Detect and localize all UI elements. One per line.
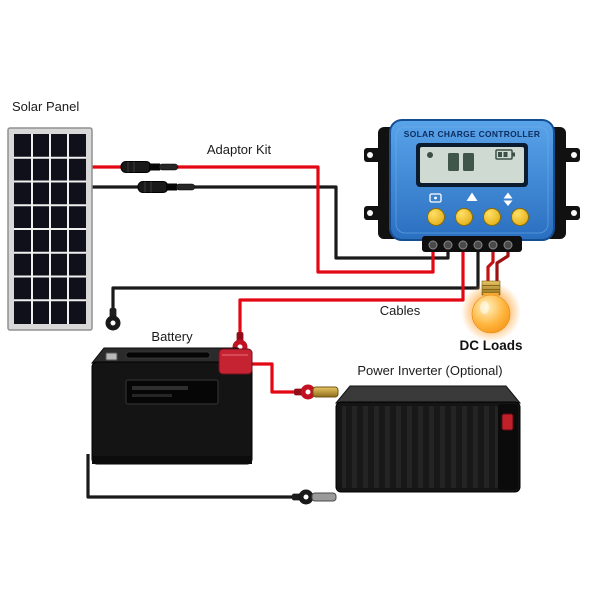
screw-hole	[571, 210, 577, 216]
controller-button	[427, 208, 445, 226]
controller-buttons	[427, 208, 529, 226]
wiring	[86, 165, 510, 499]
power-switch	[501, 413, 514, 431]
wire-inverter-negative	[86, 454, 296, 499]
mounting-ears	[364, 148, 580, 220]
wire-battery-positive	[238, 242, 465, 338]
charge-controller: SOLAR CHARGE CONTROLLER	[364, 119, 580, 252]
solar-panel-label: Solar Panel	[12, 99, 79, 114]
terminal-screws	[428, 240, 513, 250]
wire-pv-negative	[86, 185, 450, 260]
terminal-screw	[443, 240, 453, 250]
controller-button	[483, 208, 501, 226]
terminal-screw	[503, 240, 513, 250]
dc-load-bulb	[461, 280, 521, 342]
battery-positive-cover	[218, 348, 253, 375]
lcd-battery-icon	[495, 149, 515, 160]
battery-label-plate	[125, 379, 219, 405]
up-down-arrow-icon	[503, 192, 513, 206]
screw-hole	[571, 152, 577, 158]
cables-label: Cables	[380, 303, 421, 318]
inverter-input-stud-positive	[312, 386, 339, 398]
dc-loads-label: DC Loads	[459, 338, 522, 353]
lcd-segment	[448, 153, 459, 171]
power-inverter-label: Power Inverter (Optional)	[357, 363, 502, 378]
mc4-connector-negative	[137, 181, 196, 193]
diagram-labels: Solar Panel Adaptor Kit Cables DC Loads …	[12, 99, 523, 378]
adaptor-kit-connectors	[120, 161, 196, 193]
wire-inverter-positive	[250, 362, 298, 394]
ring-terminal-negative-inverter	[292, 489, 314, 505]
lcd-sun-icon	[427, 152, 433, 158]
wire-battery-negative	[111, 242, 480, 316]
power-inverter	[311, 385, 522, 502]
controller-button	[455, 208, 473, 226]
controller-title: SOLAR CHARGE CONTROLLER	[404, 129, 540, 139]
terminal-screw	[458, 240, 468, 250]
mc4-connector-positive	[120, 161, 179, 173]
battery-negative-terminal	[105, 352, 118, 361]
terminal-screw	[473, 240, 483, 250]
screw-hole	[367, 152, 373, 158]
inverter-fins	[342, 406, 498, 488]
terminal-screw	[488, 240, 498, 250]
battery-label: Battery	[151, 329, 193, 344]
controller-button	[511, 208, 529, 226]
battery	[90, 347, 254, 465]
ring-terminal-positive-inverter	[294, 384, 316, 400]
ring-terminal-negative-battery	[105, 308, 121, 331]
up-arrow-icon	[466, 192, 478, 201]
lcd-segment	[463, 153, 474, 171]
wire-pv-positive	[86, 165, 435, 274]
menu-icon	[429, 193, 442, 203]
battery-handle	[125, 351, 211, 359]
ring-terminals	[105, 308, 316, 505]
screw-hole	[367, 210, 373, 216]
terminal-screw	[428, 240, 438, 250]
adaptor-kit-label: Adaptor Kit	[207, 142, 272, 157]
bulb-glass	[471, 294, 511, 334]
inverter-input-stud-negative	[311, 492, 337, 502]
solar-panel	[7, 127, 93, 331]
